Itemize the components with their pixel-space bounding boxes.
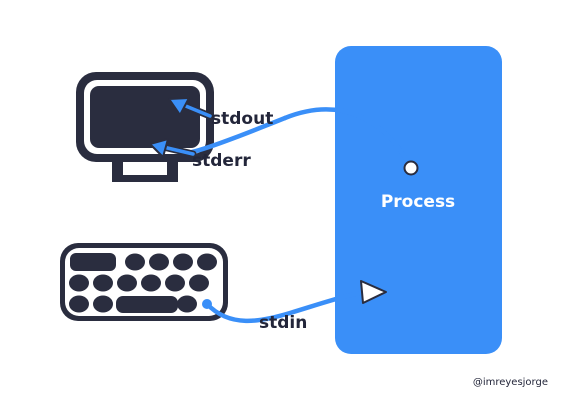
stdout-label: stdout xyxy=(211,109,273,129)
stdout-stderr-arrows xyxy=(149,97,419,176)
stdin-arrow xyxy=(202,280,387,324)
stdin-label: stdin xyxy=(259,313,307,333)
stdout-curve xyxy=(282,107,414,171)
stderr-curve xyxy=(189,115,288,155)
process-box xyxy=(335,46,502,354)
stderr-arrowhead xyxy=(149,138,169,158)
process-label: Process xyxy=(381,192,455,212)
stderr-label: stderr xyxy=(192,151,251,171)
author-credit: @imreyesjorge xyxy=(473,377,548,388)
stdin-curve xyxy=(204,288,375,324)
keyboard-icon xyxy=(60,243,228,321)
stdin-arrowhead xyxy=(360,280,387,304)
stdout-arrowhead xyxy=(168,97,190,116)
stdout-origin-dot xyxy=(403,160,419,176)
